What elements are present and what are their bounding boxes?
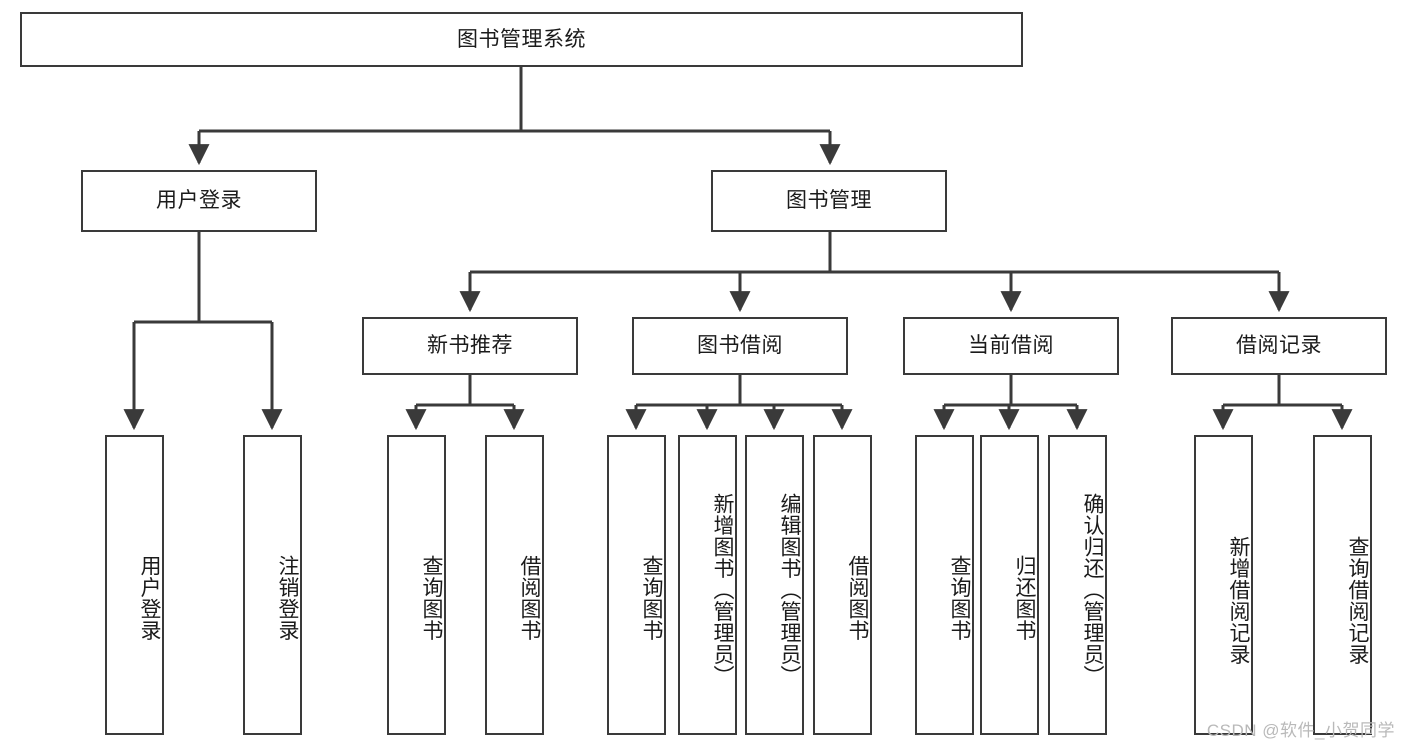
node-label: 查询图书 [640, 555, 663, 641]
node-leaf-confirm-return[interactable]: 确认归还（管理员） [1048, 435, 1107, 735]
node-new-book-rec[interactable]: 新书推荐 [362, 317, 578, 375]
node-leaf-query-book-cb[interactable]: 查询图书 [915, 435, 974, 735]
node-label: 编辑图书（管理员） [778, 493, 801, 687]
node-label: 查询借阅记录 [1346, 535, 1369, 665]
node-leaf-logout[interactable]: 注销登录 [243, 435, 302, 735]
node-label: 归还图书 [1013, 555, 1036, 641]
node-label: 新增图书（管理员） [711, 493, 734, 687]
node-leaf-query-book-br[interactable]: 查询图书 [607, 435, 666, 735]
node-leaf-borrow-book-br[interactable]: 借阅图书 [813, 435, 872, 735]
node-leaf-borrow-book-rec[interactable]: 借阅图书 [485, 435, 544, 735]
node-leaf-edit-book[interactable]: 编辑图书（管理员） [745, 435, 804, 735]
node-user-login[interactable]: 用户登录 [81, 170, 317, 232]
node-book-manage[interactable]: 图书管理 [711, 170, 947, 232]
node-label: 注销登录 [276, 555, 299, 641]
node-leaf-query-record[interactable]: 查询借阅记录 [1313, 435, 1372, 735]
node-label: 查询图书 [948, 555, 971, 641]
node-label: 图书借阅 [697, 334, 783, 358]
node-leaf-add-book[interactable]: 新增图书（管理员） [678, 435, 737, 735]
node-label: 图书管理 [786, 189, 872, 213]
node-root[interactable]: 图书管理系统 [20, 12, 1023, 67]
node-label: 新书推荐 [427, 334, 513, 358]
node-book-borrow[interactable]: 图书借阅 [632, 317, 848, 375]
node-borrow-record[interactable]: 借阅记录 [1171, 317, 1387, 375]
node-label: 借阅图书 [518, 555, 541, 641]
node-label: 当前借阅 [968, 334, 1054, 358]
node-leaf-query-book-rec[interactable]: 查询图书 [387, 435, 446, 735]
watermark: CSDN @软件_小贺同学 [1206, 721, 1395, 740]
node-leaf-add-record[interactable]: 新增借阅记录 [1194, 435, 1253, 735]
node-leaf-user-login[interactable]: 用户登录 [105, 435, 164, 735]
node-label: 图书管理系统 [457, 27, 586, 51]
node-label: 查询图书 [420, 555, 443, 641]
node-label: 用户登录 [138, 555, 161, 641]
node-label: 借阅记录 [1236, 334, 1322, 358]
node-leaf-return-book[interactable]: 归还图书 [980, 435, 1039, 735]
node-label: 用户登录 [156, 189, 242, 213]
node-label: 确认归还（管理员） [1081, 493, 1104, 687]
node-current-borrow[interactable]: 当前借阅 [903, 317, 1119, 375]
node-label: 借阅图书 [846, 555, 869, 641]
node-label: 新增借阅记录 [1227, 535, 1250, 665]
